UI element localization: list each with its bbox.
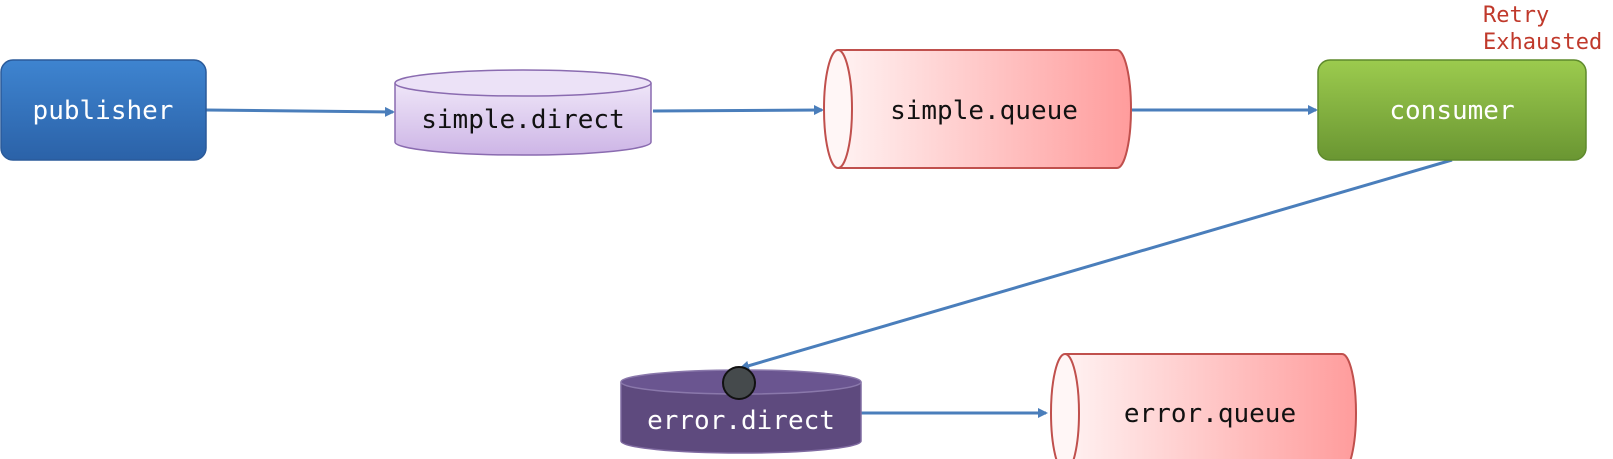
consumer-node: consumer	[1317, 59, 1587, 161]
retry-exhausted-line1: Retry	[1483, 3, 1549, 28]
arrow-publisher-to-simple-direct	[205, 106, 395, 117]
publisher-label: publisher	[33, 96, 174, 126]
connection-dot	[722, 366, 756, 400]
simple-direct-exchange: simple.direct	[394, 69, 652, 156]
error-queue: error.queue	[1050, 353, 1357, 459]
arrow-consumer-to-error-direct	[739, 158, 1453, 371]
publisher-node: publisher	[0, 59, 207, 161]
error-direct-label: error.direct	[647, 406, 835, 436]
arrow-simple-direct-to-simple-queue	[652, 105, 824, 116]
retry-exhausted-note: Retry Exhausted	[1483, 3, 1602, 55]
error-queue-label: error.queue	[1124, 399, 1296, 429]
simple-queue-label: simple.queue	[890, 96, 1078, 126]
consumer-label: consumer	[1389, 96, 1514, 126]
retry-exhausted-line2: Exhausted	[1483, 30, 1602, 55]
simple-queue: simple.queue	[823, 49, 1132, 169]
simple-direct-label: simple.direct	[421, 105, 625, 135]
